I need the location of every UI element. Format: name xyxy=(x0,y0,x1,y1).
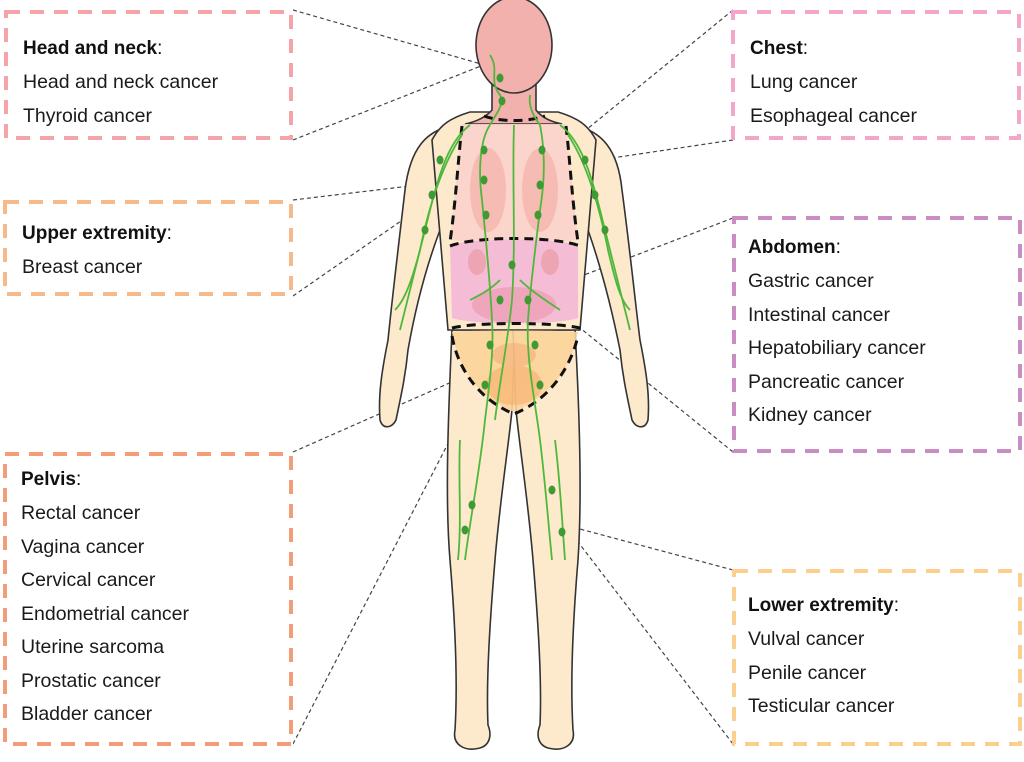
cancer-item: Pancreatic cancer xyxy=(748,370,905,393)
box-title: Chest: xyxy=(750,38,809,59)
cancer-item: Rectal cancer xyxy=(21,502,141,524)
cancer-item: Bladder cancer xyxy=(21,703,153,725)
box-border xyxy=(3,200,293,296)
cancer-item: Gastric cancer xyxy=(748,270,874,292)
box-title: Upper extremity: xyxy=(22,223,172,244)
box-upper-extremity: Upper extremity: Breast cancer xyxy=(3,200,293,296)
cancer-item: Intestinal cancer xyxy=(748,303,890,326)
bladder xyxy=(486,365,542,405)
cancer-item: Vulval cancer xyxy=(748,628,865,650)
cancer-item: Uterine sarcoma xyxy=(21,636,165,658)
right-kidney xyxy=(541,249,559,275)
box-title: Head and neck: xyxy=(23,38,163,59)
left-lung xyxy=(470,148,506,232)
cancer-item: Thyroid cancer xyxy=(23,104,152,127)
box-border xyxy=(732,216,1022,453)
box-border xyxy=(731,10,1021,140)
lymph-vessels xyxy=(394,54,631,561)
box-chest: Chest: Lung cancer Esophageal cancer xyxy=(731,10,1021,140)
box-abdomen: Abdomen: Gastric cancer Intestinal cance… xyxy=(732,216,1022,453)
cancer-item: Hepatobiliary cancer xyxy=(748,337,926,359)
box-border xyxy=(732,569,1022,746)
cancer-item: Prostatic cancer xyxy=(21,669,161,692)
cancer-item: Testicular cancer xyxy=(748,695,895,717)
abdomen-region xyxy=(450,239,578,324)
cancer-item: Esophageal cancer xyxy=(750,104,917,127)
cancer-item: Vagina cancer xyxy=(21,535,145,558)
intestines xyxy=(472,287,556,323)
organs xyxy=(468,148,559,405)
box-border xyxy=(4,10,293,140)
cancer-item: Penile cancer xyxy=(748,661,867,684)
box-pelvis: Pelvis: Rectal cancer Vagina cancer Cerv… xyxy=(3,452,293,746)
region-borders xyxy=(448,114,581,416)
cancer-item: Kidney cancer xyxy=(748,404,872,426)
box-title: Pelvis: xyxy=(21,469,82,490)
cancer-item: Cervical cancer xyxy=(21,569,156,591)
box-title: Lower extremity: xyxy=(748,595,900,616)
box-head-and-neck: Head and neck: Head and neck cancer Thyr… xyxy=(4,10,293,140)
box-title: Abdomen: xyxy=(748,237,841,258)
right-lung xyxy=(522,148,558,232)
lymph-nodes xyxy=(421,73,609,537)
pelvis-region xyxy=(452,330,578,412)
cancer-item: Endometrial cancer xyxy=(21,602,189,625)
cancer-item: Breast cancer xyxy=(22,256,143,278)
cancer-item: Head and neck cancer xyxy=(23,71,219,93)
cancer-item: Lung cancer xyxy=(750,71,858,93)
left-kidney xyxy=(468,249,486,275)
box-lower-extremity: Lower extremity: Vulval cancer Penile ca… xyxy=(732,569,1022,746)
